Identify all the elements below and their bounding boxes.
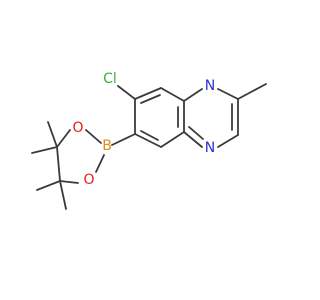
bond — [160, 87, 185, 102]
bond — [140, 130, 159, 141]
bond — [117, 85, 136, 100]
bond — [56, 146, 61, 182]
bond — [217, 134, 239, 148]
chlorine-atom: Cl — [103, 71, 117, 87]
oxygen-atom: O — [72, 120, 83, 136]
bond — [183, 131, 203, 148]
oxygen-atom: O — [83, 172, 94, 188]
bond — [85, 129, 102, 144]
bond — [217, 88, 239, 100]
nitrogen-atom: N — [205, 78, 215, 94]
bond — [56, 129, 71, 148]
bond — [36, 180, 61, 191]
bond — [111, 133, 136, 146]
molecule-structure: Cl B O O N N — [31, 71, 267, 210]
bond — [134, 133, 162, 148]
bond — [47, 121, 58, 148]
bond — [160, 131, 185, 148]
bond — [183, 88, 203, 102]
bond — [237, 83, 267, 100]
bond — [95, 154, 105, 173]
bond — [140, 94, 161, 104]
bond — [59, 180, 79, 184]
bond — [31, 146, 58, 154]
bonds — [31, 83, 267, 210]
bond — [59, 180, 67, 210]
bond — [134, 87, 162, 100]
atom-labels: Cl B O O N N — [72, 71, 215, 188]
nitrogen-atom: N — [205, 140, 215, 156]
bond — [188, 126, 204, 140]
boron-atom: B — [102, 138, 112, 154]
